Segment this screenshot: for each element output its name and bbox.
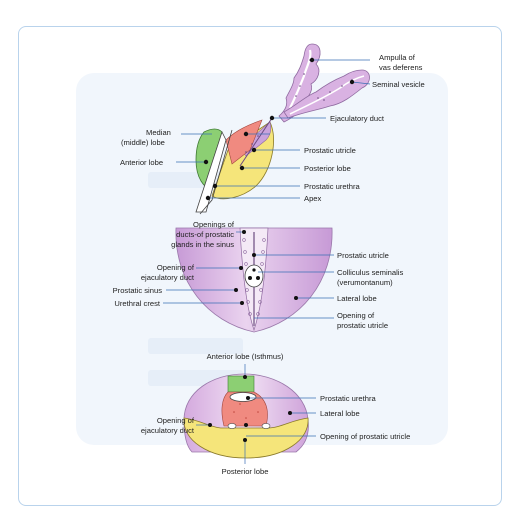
transverse-urethra-shape (229, 392, 257, 402)
label-prostatic-urethra-3: Prostatic urethra (320, 394, 376, 403)
label-openings-1: Openings of (193, 220, 235, 229)
label-posterior-lobe: Posterior lobe (304, 164, 351, 173)
label-opening-ejac-3b: ejaculatory duct (141, 426, 195, 435)
label-ejaculatory-duct: Ejaculatory duct (330, 114, 385, 123)
label-urethral-crest: Urethral crest (114, 299, 160, 308)
transverse-anterior-shape (227, 375, 255, 393)
label-lateral-lobe-2: Lateral lobe (337, 294, 377, 303)
transverse-diagram: Anterior lobe (Isthmus) Prostatic urethr… (141, 352, 411, 476)
anterior-lobe-shape (195, 128, 223, 191)
coronal-diagram: Openings of ducts-of prostatic glands in… (113, 220, 403, 333)
label-opening-ejac-3a: Opening of (157, 416, 195, 425)
label-opening-ejac-2: ejaculatory duct (141, 273, 195, 282)
label-opening-utricle-1: Opening of (337, 311, 375, 320)
label-median-2: (middle) lobe (121, 138, 165, 147)
colliculus-shape (244, 264, 264, 288)
label-ampulla-2: vas deferens (379, 63, 423, 72)
ampulla-shape (278, 43, 321, 123)
label-anterior-lobe: Anterior lobe (120, 158, 163, 167)
label-prostatic-urethra: Prostatic urethra (304, 182, 360, 191)
label-colliculus-1: Colliculus seminalis (337, 268, 403, 277)
urethra-shape (195, 130, 227, 213)
label-seminal-vesicle: Seminal vesicle (372, 80, 425, 89)
label-opening-utricle-2: prostatic utricle (337, 321, 388, 330)
transverse-posterior-shape (183, 417, 309, 459)
label-apex: Apex (304, 194, 322, 203)
label-prostatic-utricle-2: Prostatic utricle (337, 251, 389, 260)
label-opening-ejac-1: Opening of (157, 263, 195, 272)
label-lateral-lobe-3: Lateral lobe (320, 409, 360, 418)
label-colliculus-2: (verumontanum) (337, 278, 393, 287)
label-anterior-isthmus: Anterior lobe (Isthmus) (207, 352, 284, 361)
label-posterior-lobe-3: Posterior lobe (222, 467, 269, 476)
label-opening-utricle-3: Opening of prostatic utricle (320, 432, 410, 441)
sagittal-diagram: Ampulla of vas deferens Seminal vesicle … (120, 43, 425, 215)
label-prostatic-utricle: Prostatic utricle (304, 146, 356, 155)
label-openings-3: glands in the sinus (171, 240, 234, 249)
label-median-1: Median (146, 128, 171, 137)
label-ampulla-1: Ampulla of (379, 53, 416, 62)
label-prostatic-sinus: Prostatic sinus (113, 286, 163, 295)
label-openings-2: ducts-of prostatic (176, 230, 234, 239)
